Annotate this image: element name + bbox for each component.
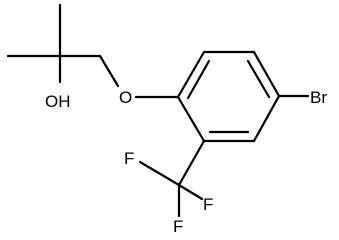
ring-bond-3-inner [246, 59, 271, 99]
ring-bond-1 [176, 50, 206, 99]
bond-ring-to-cf3 [177, 139, 206, 187]
label-fluorine-right: F [203, 195, 213, 214]
ring-bond-4 [252, 94, 281, 143]
label-bromine: Br [310, 88, 327, 107]
ring-bond-1-inner [186, 59, 211, 100]
label-hydroxyl: OH [45, 92, 71, 111]
label-ether-oxygen: O [119, 88, 132, 107]
ring-bond-6 [176, 95, 206, 143]
label-fluorine-left: F [124, 149, 134, 168]
ring-bond-3 [252, 50, 281, 98]
bond-cf3-to-f-left [138, 160, 181, 187]
bond-cf3-to-f-right [177, 183, 204, 201]
bond-methylene-to-oxygen [98, 54, 120, 88]
label-fluorine-bottom: F [173, 217, 183, 236]
